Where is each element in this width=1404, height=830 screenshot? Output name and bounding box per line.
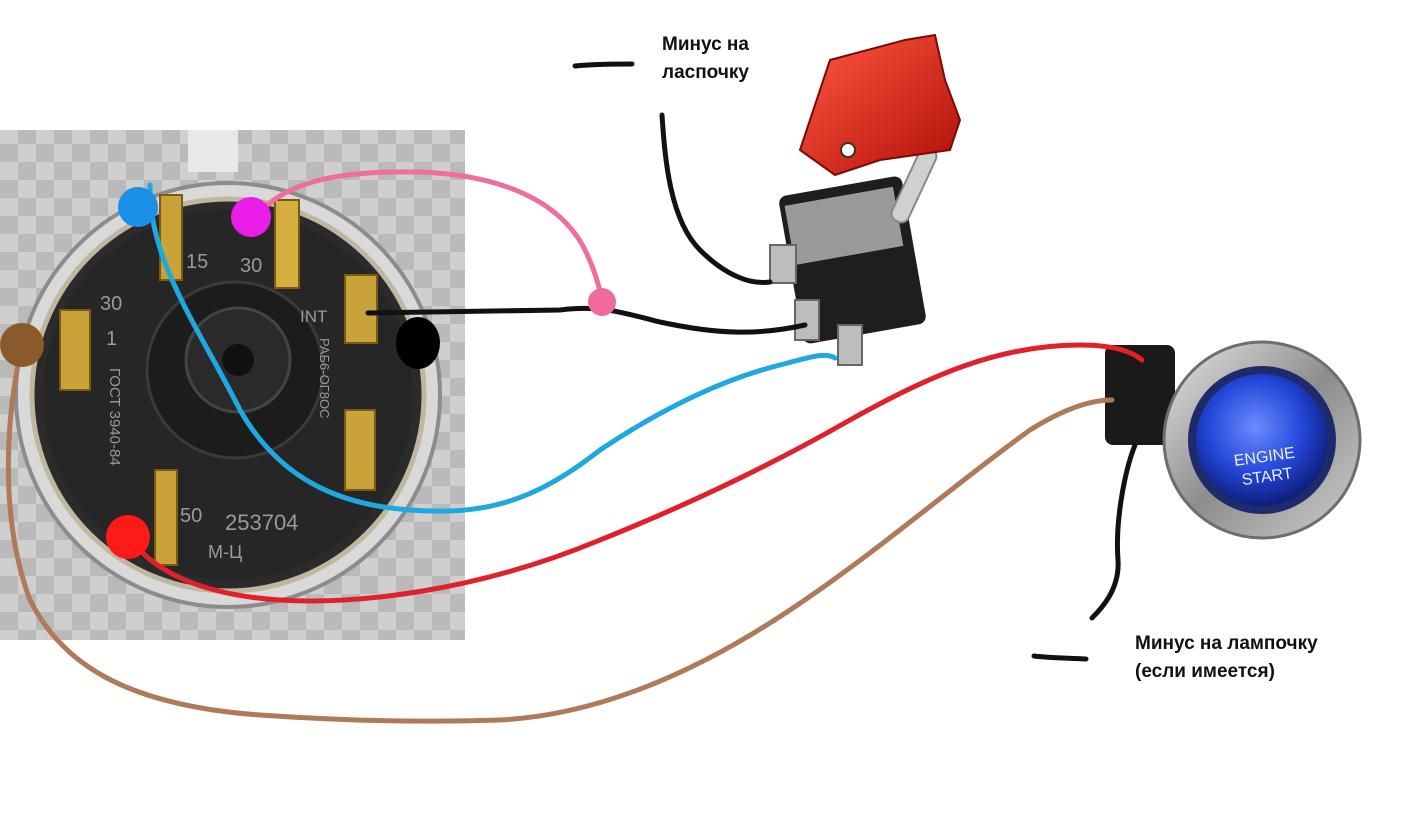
terminal-15-label: 15 — [186, 251, 208, 273]
start-button-text-start: START — [1241, 465, 1294, 489]
engine-start-button: ENGINE START — [1105, 340, 1362, 540]
standard-text-label: ГОСТ 3940-84 — [106, 368, 123, 466]
button-minus-annotation-line1: Минус на лампочку — [1135, 633, 1318, 654]
terminal-50-label: 50 — [180, 505, 202, 527]
button-minus-annotation: Минус на лампочку (если имеется) — [1135, 630, 1318, 686]
ignition-switch: 15 30 30 1 INT 50 253704 М-Ц ГОСТ 3940-8… — [0, 130, 465, 640]
red-wire — [125, 342, 1145, 604]
magenta-dot-terminal-30 — [231, 197, 271, 237]
terminal-50-blade — [154, 469, 178, 566]
toggle-terminal-right — [837, 324, 863, 366]
blue-dot-terminal-15 — [118, 187, 158, 227]
ignition-center-shaft — [222, 344, 254, 376]
brown-dot-terminal-30-1 — [0, 323, 44, 367]
minus-sign-bottom — [1031, 653, 1089, 662]
toggle-terminal-left — [769, 244, 797, 284]
terminal-right-lower-blade — [344, 409, 376, 491]
ignition-shaft-stub — [188, 130, 238, 172]
toggle-minus-annotation-line1: Минус на — [662, 34, 749, 55]
black-dot-terminal-int — [396, 317, 440, 369]
brown-wire — [5, 342, 1115, 724]
marking-label: М-Ц — [208, 542, 242, 562]
black-wire-button-minus — [1089, 442, 1138, 621]
toggle-terminal-middle — [794, 299, 820, 341]
pink-wire — [252, 169, 605, 303]
side-text-label: РАБ6-ОГ8ОС — [317, 338, 332, 418]
button-minus-annotation-line2: (если имеется) — [1135, 661, 1275, 682]
toggle-minus-annotation-line2: ласпочку — [662, 62, 749, 83]
pink-dot-junction — [588, 288, 616, 316]
start-button-connector — [1105, 345, 1175, 445]
start-button-face — [1196, 374, 1328, 506]
terminal-int-label: INT — [300, 307, 327, 326]
terminal-int-blade — [344, 274, 378, 344]
toggle-switch-red-cover — [798, 33, 962, 177]
terminal-30-label: 30 — [240, 255, 262, 277]
black-wire-int — [365, 305, 808, 335]
terminal-30-blade — [274, 199, 300, 289]
toggle-minus-annotation: Минус на ласпочку — [662, 31, 749, 87]
wires — [5, 61, 1145, 724]
part-number-label: 253704 — [225, 510, 298, 535]
red-dot-terminal-50 — [106, 515, 150, 559]
toggle-cover-hinge-hole — [840, 142, 856, 158]
blue-wire — [147, 182, 838, 514]
terminal-30-1-top-label: 30 — [100, 293, 122, 315]
terminal-30-1-blade — [59, 309, 91, 391]
minus-sign-top — [572, 61, 635, 69]
terminal-30-1-bottom-label: 1 — [106, 328, 117, 350]
terminal-15-blade — [159, 194, 183, 281]
toggle-switch — [769, 33, 962, 366]
black-wire-toggle-minus — [659, 112, 773, 286]
connection-dots — [0, 187, 616, 559]
toggle-switch-bracket — [784, 186, 904, 265]
